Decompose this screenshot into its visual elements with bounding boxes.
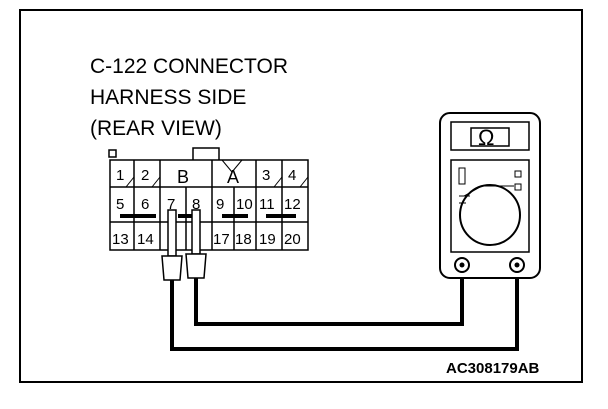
pin-label-10: 10 [236,196,253,213]
meter-indicator [514,170,522,178]
title-line-3: (REAR VIEW) [90,117,222,140]
dial-scale-line [463,185,514,197]
pin-label-5: 5 [116,196,124,213]
title-line-2: HARNESS SIDE [90,86,246,109]
cell-corner-mark [221,159,233,173]
latch-bar [178,214,192,218]
pin-label-13: 13 [112,231,129,248]
connector-title: C-122 CONNECTOR HARNESS SIDE (REAR VIEW) [90,55,288,140]
pin-label-8: 8 [192,196,200,213]
test-lead-pin-7 [170,270,519,351]
ohmmeter: Ω [439,112,541,279]
pin-label-20: 20 [284,231,301,248]
figure-code: AC308179AB [446,360,540,377]
cell-corner-mark [299,176,309,188]
pin-label-19: 19 [259,231,276,248]
latch-bar [222,214,248,218]
ohm-symbol: Ω [478,125,494,150]
cell-corner-mark [151,176,161,188]
title-line-1: C-122 CONNECTOR [90,55,288,78]
meter-indicator [514,183,522,191]
pin-label-9: 9 [216,196,224,213]
range-dial [459,184,521,246]
cell-corner-mark [231,159,243,173]
cell-corner-mark [273,176,283,188]
connector-lock-tab [192,147,220,162]
pin-label-b: B [177,167,189,187]
pin-label-17: 17 [213,231,230,248]
pin-label-14: 14 [137,231,154,248]
pin-label-4: 4 [288,167,296,184]
pin-label-3: 3 [262,167,270,184]
test-lead-pin-8 [194,270,464,326]
test-probe-pin-8 [185,209,207,279]
latch-bar [120,214,156,218]
test-probe-pin-7 [161,209,183,281]
pin-label-12: 12 [284,196,301,213]
latch-bar [266,214,296,218]
cell-corner-mark [125,176,135,188]
connector-tab-left [108,149,117,158]
pin-label-2: 2 [141,167,149,184]
pin-label-11: 11 [259,196,275,213]
pin-label-7: 7 [167,196,175,213]
figure-frame [19,9,583,383]
pin-label-1: 1 [116,167,124,184]
pin-label-6: 6 [141,196,149,213]
pin-label-a: A [227,167,239,187]
pin-label-18: 18 [235,231,252,248]
connector-c122: 1 2 B A 3 4 5 6 7 8 9 10 11 12 13 14 17 … [108,147,309,251]
meter-switch [458,167,466,185]
